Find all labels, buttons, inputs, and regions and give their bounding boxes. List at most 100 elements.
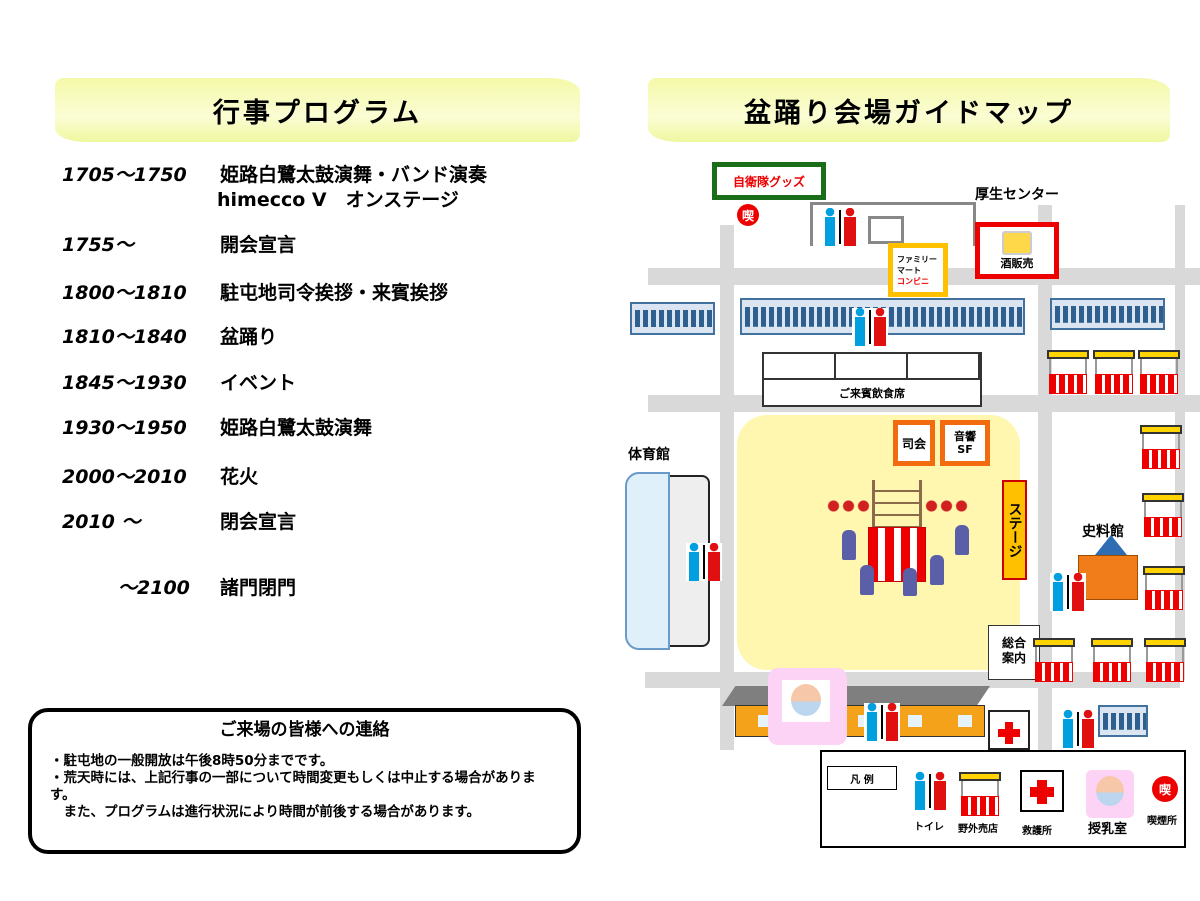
yagura-tower — [872, 480, 922, 528]
program-row: 1705～1750 — [62, 160, 187, 187]
notice-line: ・荒天時には、上記行事の一部について時間変更もしくは中止する場合があります。 — [50, 770, 536, 803]
stall-icon — [1142, 493, 1184, 537]
program-time: 1800～1810 — [62, 282, 187, 304]
yagura-skirt — [868, 527, 926, 582]
dancer-icon — [955, 525, 969, 555]
info-center: 総合案内 — [988, 625, 1040, 680]
sdf-goods-callout: 自衛隊グッズ — [712, 162, 826, 200]
stall-icon — [1033, 638, 1075, 682]
program-title-banner: 行事プログラム — [55, 78, 580, 142]
program-time: 1755～ — [62, 234, 134, 256]
stage: ステージ — [1002, 480, 1027, 580]
guest-seats-label: ご来賓飲食席 — [762, 378, 982, 407]
legend-toilet-label: トイレ — [914, 822, 944, 833]
stall-icon — [1140, 425, 1182, 469]
dancer-icon — [842, 530, 856, 560]
gym-label: 体育館 — [628, 447, 670, 463]
building-roof — [722, 686, 990, 706]
stall-icon — [1143, 566, 1185, 610]
stall-icon — [1144, 638, 1186, 682]
stall-icon — [1091, 638, 1133, 682]
info-label: 案内 — [1001, 651, 1026, 665]
red-cross-icon — [1030, 787, 1054, 797]
program-event: イベント — [220, 372, 297, 394]
conbini-name: ファミリー — [897, 255, 937, 264]
program-event: 開会宣言 — [220, 234, 297, 256]
museum-pyramid — [1095, 535, 1127, 555]
welfare-center-entrance — [868, 216, 904, 244]
program-time: ～2100 — [118, 577, 190, 599]
nursing-room-icon — [1086, 770, 1134, 818]
barracks-building — [1050, 298, 1165, 330]
toilet-icon — [1050, 573, 1086, 611]
program-time: 2000～2010 — [62, 466, 187, 488]
stall-icon — [959, 772, 1001, 816]
program-event: 姫路白鷺太鼓演舞・バンド演奏 — [220, 164, 487, 186]
program-event: 盆踊り — [220, 326, 278, 348]
toilet-icon — [864, 703, 900, 741]
convenience-store-callout: ファミリー マート コンビニ — [888, 243, 948, 297]
program-time: 1810～1840 — [62, 326, 187, 348]
gym-roof — [625, 472, 670, 650]
dancer-icon — [903, 568, 917, 596]
nursing-room — [768, 668, 847, 745]
legend-stall-label: 野外売店 — [958, 824, 998, 835]
first-aid-icon — [1020, 770, 1064, 812]
museum-building — [1078, 555, 1138, 600]
barracks-building — [740, 298, 1025, 335]
conbini-name: マート — [897, 266, 921, 275]
toilet-icon — [912, 772, 948, 810]
liquor-label: 酒販売 — [1000, 257, 1034, 270]
program-event-line2: himecco V オンステージ — [217, 189, 459, 211]
visitor-notice-box: ご来場の皆様への連絡 ・駐屯地の一般開放は午後8時50分までです。 ・荒天時には… — [28, 708, 581, 854]
barracks-building — [630, 302, 715, 335]
guest-seat-tent — [762, 352, 982, 378]
legend-smoking-label: 喫煙所 — [1147, 816, 1177, 827]
kissa-icon: 喫 — [1152, 776, 1178, 802]
red-cross-icon — [998, 729, 1020, 737]
legend-title: 凡 例 — [827, 766, 897, 790]
barracks-building — [1098, 705, 1148, 737]
stall-icon — [1093, 350, 1135, 394]
notice-title: ご来場の皆様への連絡 — [219, 720, 390, 740]
program-event: 駐屯地司令挨拶・来賓挨拶 — [220, 282, 449, 304]
beer-mug-icon — [1002, 231, 1032, 255]
program-event: 閉会宣言 — [220, 511, 297, 533]
lantern-icon — [924, 500, 970, 512]
map-title-banner: 盆踊り会場ガイドマップ — [648, 78, 1170, 142]
kissa-icon: 喫 — [737, 204, 759, 226]
program-time: 1930～1950 — [62, 417, 187, 439]
dancer-icon — [860, 565, 874, 595]
baby-icon — [782, 680, 830, 722]
program-event: 諸門閉門 — [220, 577, 297, 599]
stall-icon — [1047, 350, 1089, 394]
first-aid-station — [988, 710, 1030, 750]
program-time: 2010 ～ — [62, 511, 141, 533]
toilet-icon — [686, 543, 722, 581]
road — [1175, 205, 1185, 680]
lantern-icon — [826, 500, 872, 512]
program-title: 行事プログラム — [212, 97, 423, 129]
toilet-icon — [852, 308, 888, 346]
road — [720, 225, 734, 750]
notice-line: ・駐屯地の一般開放は午後8時50分までです。 — [50, 753, 334, 769]
program-event: 姫路白鷺太鼓演舞 — [220, 417, 373, 439]
sound-label: 音響 — [954, 430, 976, 443]
notice-line: また、プログラムは進行状況により時間が前後する場合があります。 — [50, 804, 480, 820]
welfare-center-label: 厚生センター — [975, 187, 1059, 203]
map-title: 盆踊り会場ガイドマップ — [744, 97, 1074, 129]
program-event: 花火 — [220, 466, 259, 488]
toilet-icon — [1060, 710, 1096, 748]
stall-icon — [1138, 350, 1180, 394]
liquor-sales-callout: 酒販売 — [975, 222, 1059, 279]
dancer-icon — [930, 555, 944, 585]
legend-first-aid-label: 救護所 — [1022, 826, 1052, 837]
conbini-label: コンビニ — [897, 277, 929, 286]
road — [1038, 205, 1052, 750]
sound-label: SF — [957, 443, 973, 456]
legend-nursing-label: 授乳室 — [1088, 822, 1128, 837]
toilet-icon — [822, 208, 858, 246]
mc-booth: 司会 — [893, 420, 935, 466]
program-time: 1845～1930 — [62, 372, 187, 394]
